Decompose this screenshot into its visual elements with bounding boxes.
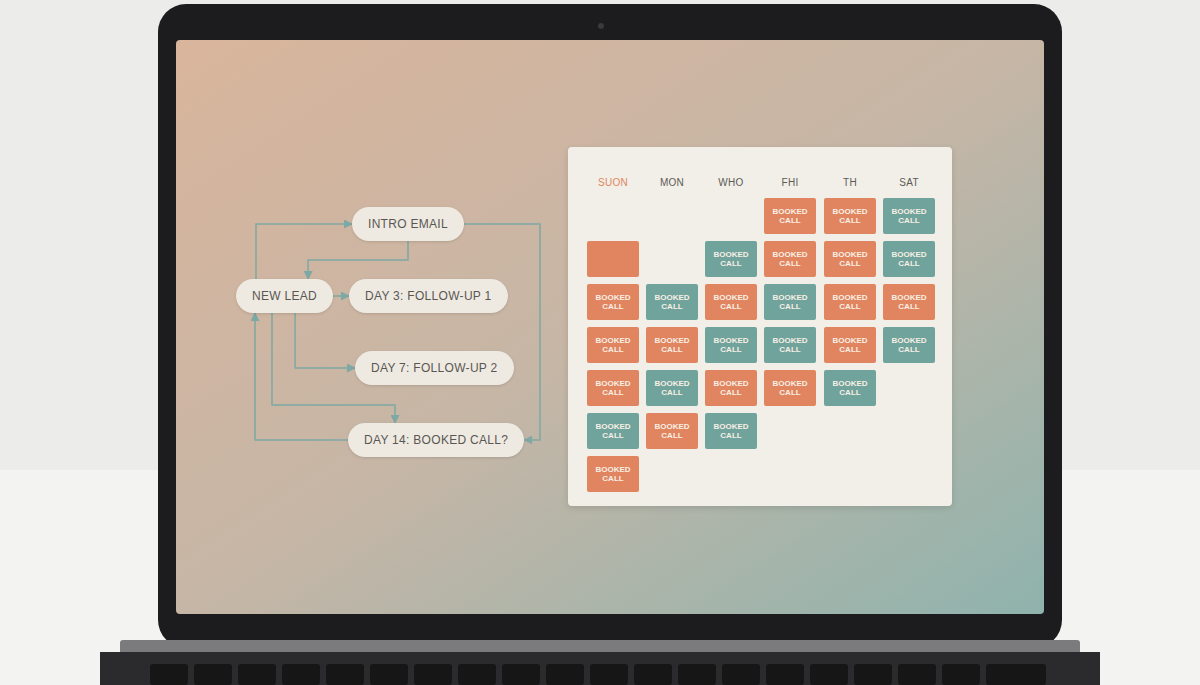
- day-header: SUON: [587, 177, 639, 188]
- slot-label: BOOKED CALL: [707, 336, 755, 354]
- booked-slot: BOOKED CALL: [824, 284, 876, 320]
- day-header: TH: [824, 177, 876, 188]
- booked-slot: BOOKED CALL: [764, 198, 816, 234]
- slot-label: BOOKED CALL: [707, 422, 755, 440]
- flow-arrow: [255, 313, 348, 440]
- step-label: INTRO EMAIL: [368, 217, 448, 231]
- slot-label: BOOKED CALL: [885, 293, 933, 311]
- flow-step: DAY 14: BOOKED CALL?: [348, 423, 524, 457]
- booked-slot: BOOKED CALL: [705, 241, 757, 277]
- booked-slot: BOOKED CALL: [883, 284, 935, 320]
- slot-label: BOOKED CALL: [766, 336, 814, 354]
- booked-slot: BOOKED CALL: [646, 370, 698, 406]
- slot-label: BOOKED CALL: [589, 422, 637, 440]
- slot-label: BOOKED CALL: [707, 379, 755, 397]
- booked-slot: BOOKED CALL: [587, 370, 639, 406]
- booked-slot: BOOKED CALL: [587, 413, 639, 449]
- booked-slot: BOOKED CALL: [764, 327, 816, 363]
- flow-arrow: [295, 313, 355, 368]
- booked-slot: BOOKED CALL: [646, 413, 698, 449]
- booked-slot: BOOKED CALL: [883, 327, 935, 363]
- empty-slot: [587, 241, 639, 277]
- flow-step: INTRO EMAIL: [352, 207, 464, 241]
- booked-slot: BOOKED CALL: [646, 284, 698, 320]
- slot-label: BOOKED CALL: [589, 336, 637, 354]
- slot-label: BOOKED CALL: [766, 379, 814, 397]
- screen: [176, 40, 1044, 614]
- step-label: DAY 3: FOLLOW-UP 1: [365, 289, 492, 303]
- slot-label: BOOKED CALL: [826, 207, 874, 225]
- slot-label: BOOKED CALL: [648, 422, 696, 440]
- booked-slot: BOOKED CALL: [705, 370, 757, 406]
- booked-slot: BOOKED CALL: [587, 327, 639, 363]
- booked-slot: BOOKED CALL: [587, 284, 639, 320]
- booked-slot: BOOKED CALL: [883, 241, 935, 277]
- booked-slot: BOOKED CALL: [764, 370, 816, 406]
- flow-arrow: [308, 241, 408, 279]
- flow-arrow: [256, 224, 352, 279]
- slot-label: BOOKED CALL: [826, 250, 874, 268]
- booked-slot: BOOKED CALL: [824, 327, 876, 363]
- slot-label: BOOKED CALL: [826, 293, 874, 311]
- day-header: MON: [646, 177, 698, 188]
- booked-slot: BOOKED CALL: [824, 198, 876, 234]
- camera: [598, 23, 604, 29]
- slot-label: BOOKED CALL: [648, 336, 696, 354]
- calendar-panel: SUON MON WHO FHI TH SAT BOOKED CALL BOOKED CALL…: [568, 147, 952, 506]
- slot-label: BOOKED CALL: [589, 379, 637, 397]
- booked-slot: BOOKED CALL: [883, 198, 935, 234]
- booked-slot: BOOKED CALL: [705, 413, 757, 449]
- slot-label: BOOKED CALL: [707, 293, 755, 311]
- slot-label: BOOKED CALL: [589, 465, 637, 483]
- slot-label: BOOKED CALL: [885, 336, 933, 354]
- slot-label: BOOKED CALL: [885, 250, 933, 268]
- slot-label: BOOKED CALL: [766, 207, 814, 225]
- step-label: DAY 14: BOOKED CALL?: [364, 433, 508, 447]
- slot-label: BOOKED CALL: [766, 293, 814, 311]
- slot-label: BOOKED CALL: [826, 379, 874, 397]
- slot-label: BOOKED CALL: [648, 293, 696, 311]
- step-label: NEW LEAD: [252, 289, 317, 303]
- booked-slot: BOOKED CALL: [705, 327, 757, 363]
- booked-slot: BOOKED CALL: [705, 284, 757, 320]
- booked-slot: BOOKED CALL: [646, 327, 698, 363]
- flow-step: DAY 3: FOLLOW-UP 1: [349, 279, 508, 313]
- day-header: WHO: [705, 177, 757, 188]
- flow-step: DAY 7: FOLLOW-UP 2: [355, 351, 514, 385]
- keys: [150, 664, 1046, 685]
- booked-slot: BOOKED CALL: [587, 456, 639, 492]
- day-header: SAT: [883, 177, 935, 188]
- booked-slot: BOOKED CALL: [824, 370, 876, 406]
- hinge: [120, 640, 1080, 654]
- flow-arrow: [333, 295, 349, 297]
- slot-label: BOOKED CALL: [885, 207, 933, 225]
- keyboard-deck: [100, 652, 1100, 685]
- slot-label: BOOKED CALL: [589, 293, 637, 311]
- slot-label: BOOKED CALL: [648, 379, 696, 397]
- slot-label: BOOKED CALL: [826, 336, 874, 354]
- booked-slot: BOOKED CALL: [764, 241, 816, 277]
- laptop-lid: [158, 4, 1062, 648]
- step-label: DAY 7: FOLLOW-UP 2: [371, 361, 498, 375]
- day-header: FHI: [764, 177, 816, 188]
- slot-label: BOOKED CALL: [766, 250, 814, 268]
- slot-label: BOOKED CALL: [707, 250, 755, 268]
- booked-slot: BOOKED CALL: [824, 241, 876, 277]
- booked-slot: BOOKED CALL: [764, 284, 816, 320]
- flow-arrow: [464, 224, 540, 440]
- flow-step: NEW LEAD: [236, 279, 333, 313]
